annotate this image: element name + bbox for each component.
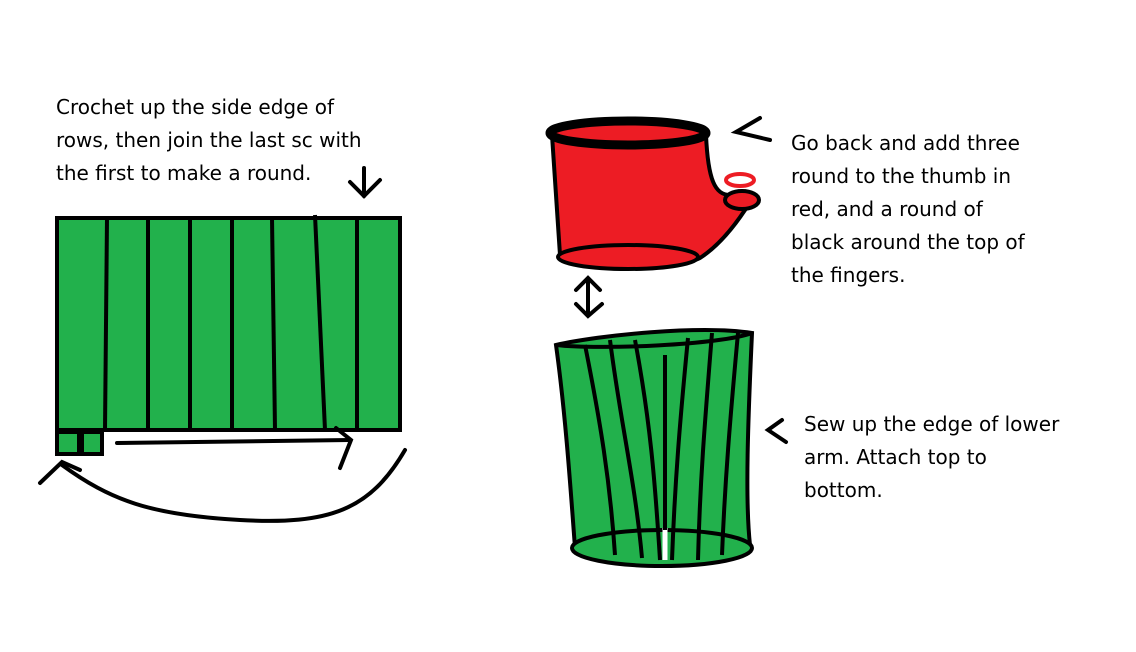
note-line: arm. Attach top to (804, 445, 987, 469)
arrow-down-icon (348, 166, 382, 199)
note-line: round to the thumb in (791, 164, 1011, 188)
note-sew: Sew up the edge of lower arm. Attach top… (804, 408, 1059, 507)
note-crochet: Crochet up the side edge of rows, then j… (56, 91, 362, 190)
arrow-left-icon (764, 418, 788, 444)
note-line: Go back and add three (791, 131, 1020, 155)
double-arrow-icon (574, 275, 604, 319)
red-hand-piece (545, 116, 761, 271)
note-line: Sew up the edge of lower (804, 412, 1060, 436)
note-line: Crochet up the side edge of (56, 95, 335, 119)
arrow-right-icon (115, 426, 354, 470)
note-line: the fingers. (791, 263, 906, 287)
note-line: the first to make a round. (56, 161, 312, 185)
green-tube-piece (553, 328, 755, 568)
curved-arrow-icon (38, 448, 407, 523)
note-line: bottom. (804, 478, 883, 502)
note-line: red, and a round of (791, 197, 983, 221)
flat-green-piece (55, 214, 402, 456)
note-line: black around the top of (791, 230, 1025, 254)
note-add-rounds: Go back and add three round to the thumb… (791, 127, 1025, 292)
note-line: rows, then join the last sc with (56, 128, 362, 152)
arrow-left-icon (730, 116, 772, 142)
